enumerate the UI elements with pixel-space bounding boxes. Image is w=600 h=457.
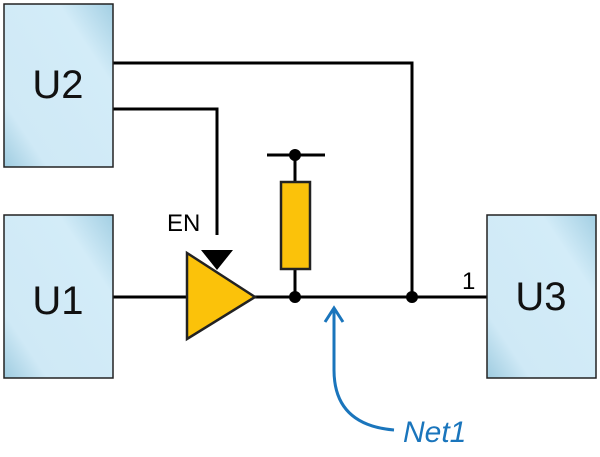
net-annotation-arrow <box>332 308 395 432</box>
junction-u2 <box>406 291 418 303</box>
wire-u2-to-enable <box>113 107 219 235</box>
block-u1[interactable]: U1 <box>3 214 114 379</box>
block-u1-label: U1 <box>32 279 83 323</box>
block-u2[interactable]: U2 <box>3 3 114 168</box>
junction-power <box>289 149 301 161</box>
enable-arrow-icon <box>201 250 233 270</box>
junction-resistor <box>289 291 301 303</box>
buffer-triangle[interactable] <box>185 250 258 342</box>
block-u3[interactable]: U3 <box>486 214 597 379</box>
net-label: Net1 <box>403 416 466 449</box>
pullup-resistor[interactable] <box>279 180 312 271</box>
wire-u2-to-junction <box>113 61 414 297</box>
block-u3-label: U3 <box>515 275 566 319</box>
block-u2-label: U2 <box>32 63 83 107</box>
enable-label: EN <box>167 210 200 237</box>
net-arrowhead-icon <box>323 305 345 323</box>
pin-label: 1 <box>462 268 475 295</box>
